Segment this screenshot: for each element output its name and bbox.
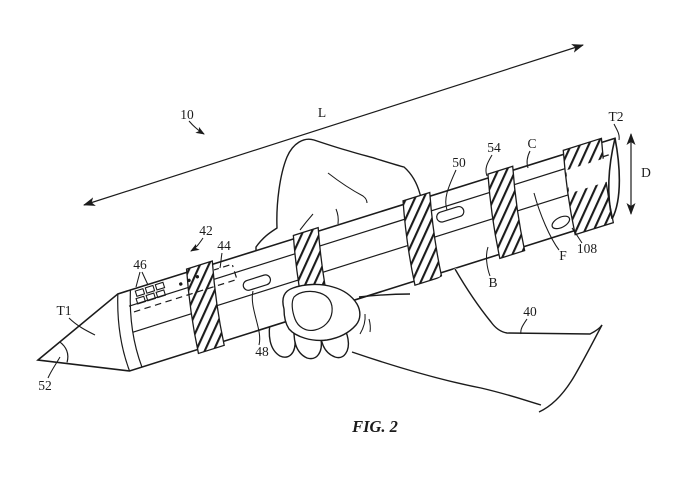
ref-label-F: F [559, 248, 567, 263]
ref-label-40: 40 [523, 304, 537, 319]
ref-label-52: 52 [38, 378, 52, 393]
band5-facet-gap [566, 158, 608, 194]
ref-label-54: 54 [487, 140, 501, 155]
leader-54 [485, 154, 493, 177]
finger-crease [335, 208, 339, 225]
hand-mass-fill [356, 268, 602, 412]
button-108 [551, 215, 571, 230]
figure-caption: FIG. 2 [351, 417, 398, 436]
ref-label-C: C [527, 136, 536, 151]
contact-dot [195, 275, 200, 279]
thumbnail [291, 290, 333, 332]
hand-edge-upper [454, 268, 603, 335]
slot-48 [242, 274, 272, 291]
length-dimension-arrow [83, 44, 584, 206]
knuckle-crease [359, 313, 366, 335]
ref-label-D: D [641, 165, 651, 180]
leader-44 [219, 252, 223, 269]
stylus [36, 137, 621, 372]
leader-B [485, 246, 491, 277]
dashed-region-44 [133, 264, 237, 313]
end-cap-face [607, 138, 616, 220]
slot-50 [436, 205, 465, 223]
knuckle-crease [368, 318, 371, 333]
leader-lines [47, 120, 620, 379]
leader-10 [188, 120, 205, 135]
ref-label-50: 50 [452, 155, 466, 170]
ref-label-48: 48 [255, 344, 269, 359]
contacts-46 [134, 275, 200, 305]
contact-dot [187, 278, 191, 283]
leader-T2 [613, 123, 620, 141]
leader-C [526, 150, 531, 169]
ref-label-44: 44 [217, 238, 231, 253]
hatch-band-1 [185, 260, 225, 355]
ref-label-B: B [488, 275, 497, 290]
contact-dot [179, 282, 183, 286]
leader-50 [445, 169, 457, 211]
finger-crease [299, 213, 314, 231]
ref-label-10: 10 [180, 107, 194, 122]
cone-base-arc [117, 293, 131, 372]
hand-front [282, 268, 603, 413]
leader-52 [47, 356, 61, 379]
hand-edge-lower [351, 351, 542, 406]
tip-arc-52 [59, 341, 69, 363]
leader-46 [135, 271, 149, 288]
leader-108 [571, 227, 583, 244]
thumb-web-line [358, 293, 411, 298]
leader-F [533, 192, 560, 251]
ref-label-T2: T2 [609, 109, 624, 124]
leader-T1 [68, 317, 96, 336]
wrist-curve [538, 324, 603, 413]
ref-label-T1: T1 [57, 303, 72, 318]
ref-label-L: L [318, 105, 326, 120]
ref-label-42: 42 [199, 223, 213, 238]
ref-label-46: 46 [133, 257, 147, 272]
leader-48 [251, 290, 261, 346]
thumb [282, 283, 361, 342]
leader-40 [520, 318, 528, 335]
collar-arc [129, 290, 143, 368]
hatch-band-4 [487, 165, 526, 260]
finger-crease [327, 172, 368, 204]
leader-42 [190, 237, 204, 252]
ref-label-108: 108 [577, 241, 598, 256]
